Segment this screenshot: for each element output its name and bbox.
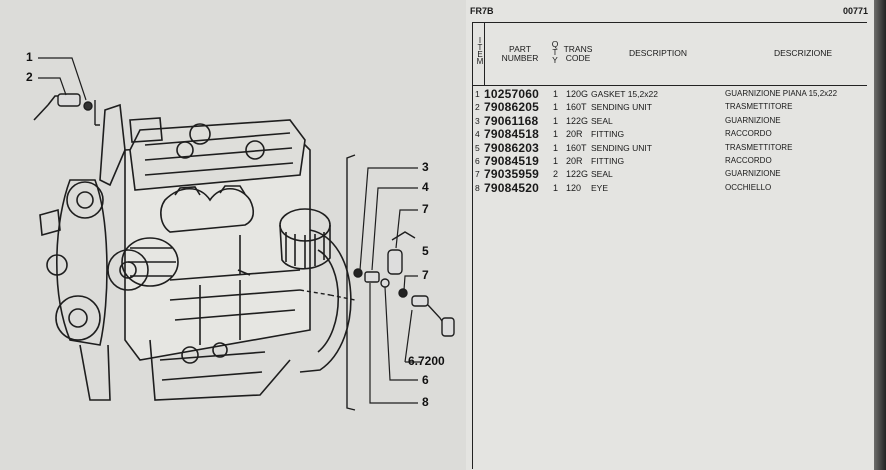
row-item-number: 2	[475, 102, 480, 113]
engine-exploded-diagram: 1 2 3 4 7 5 7 6.7200 6 8	[26, 50, 455, 411]
row-trans-code: 160T	[566, 102, 587, 113]
row-part-number: 79084519	[484, 154, 539, 168]
engine-drawing	[33, 57, 455, 411]
row-part-number: 79061168	[484, 113, 539, 128]
callout-7-top: 7	[422, 202, 429, 216]
callout-5: 5	[422, 244, 429, 258]
callout-6-7200: 6.7200	[408, 354, 445, 368]
callout-leader-lines	[38, 57, 420, 404]
row-part-number: 79084520	[484, 180, 539, 195]
row-descrizione: RACCORDO	[725, 129, 772, 139]
row-item-number: 4	[475, 129, 480, 140]
header-description: DESCRIPTION	[628, 48, 688, 58]
row-descrizione: OCCHIELLO	[725, 182, 772, 192]
row-descrizione: TRASMETTITORE	[725, 142, 793, 152]
column-separator	[484, 23, 485, 85]
row-part-number: 79086203	[484, 140, 539, 155]
row-quantity: 1	[553, 102, 559, 113]
row-description: SENDING UNIT	[591, 142, 652, 153]
row-part-number: 79035959	[484, 167, 539, 182]
row-descrizione: TRASMETTITORE	[725, 102, 793, 112]
table-row: 4 79084518 1 20R FITTING RACCORDO	[473, 127, 867, 142]
row-item-number: 7	[475, 169, 480, 180]
sensor-parts-1-2	[57, 93, 100, 126]
callout-3: 3	[422, 160, 429, 174]
row-item-number: 5	[475, 142, 480, 153]
row-descrizione: GUARNIZIONE	[725, 169, 781, 179]
row-item-number: 3	[475, 115, 480, 126]
table-row: 2 79086205 1 160T SENDING UNIT TRASMETTITORE	[473, 100, 867, 115]
parts-bracket	[346, 154, 356, 411]
row-quantity: 1	[553, 129, 559, 140]
callout-8: 8	[422, 395, 429, 409]
callout-2: 2	[26, 70, 33, 84]
row-quantity: 1	[553, 182, 559, 193]
row-description: GASKET 15,2x22	[591, 89, 658, 99]
row-quantity: 1	[553, 89, 559, 99]
row-quantity: 1	[553, 142, 559, 153]
row-description: SENDING UNIT	[591, 102, 652, 113]
row-quantity: 2	[553, 169, 559, 180]
row-trans-code: 120	[566, 182, 582, 193]
row-description: EYE	[591, 182, 609, 193]
scan-edge	[874, 0, 886, 470]
row-trans-code: 20R	[566, 156, 583, 166]
table-row: 6 79084519 1 20R FITTING RACCORDO	[473, 154, 867, 169]
exploded-parts-3-8	[299, 231, 455, 337]
header-divider	[473, 85, 867, 86]
row-part-number: 10257060	[484, 87, 539, 101]
row-description: SEAL	[591, 115, 613, 126]
callout-1: 1	[26, 50, 33, 64]
table-row: 8 79084520 1 120 EYE OCCHIELLO	[473, 180, 867, 196]
table-row: 5 79086203 1 160T SENDING UNIT TRASMETTITORE	[473, 140, 867, 156]
callout-4: 4	[422, 180, 429, 194]
header-descrizione: DESCRIZIONE	[773, 48, 833, 58]
row-item-number: 1	[475, 89, 480, 99]
row-part-number: 79086205	[484, 100, 539, 115]
row-descrizione: GUARNIZIONE PIANA 15,2x22	[725, 89, 838, 98]
row-part-number: 79084518	[484, 127, 539, 142]
row-trans-code: 20R	[566, 129, 583, 140]
row-trans-code: 160T	[566, 142, 587, 153]
row-descrizione: GUARNIZIONE	[725, 115, 781, 125]
callout-7-bottom: 7	[422, 268, 429, 282]
row-trans-code: 120G	[566, 89, 589, 99]
row-description: FITTING	[591, 129, 625, 140]
row-description: FITTING	[591, 156, 625, 166]
engine-block	[33, 95, 352, 401]
callout-6: 6	[422, 373, 429, 387]
row-descrizione: RACCORDO	[725, 156, 772, 165]
row-description: SEAL	[591, 169, 613, 180]
section-code: FR7B	[470, 6, 494, 16]
page-number: 00771	[842, 6, 868, 16]
row-trans-code: 122G	[566, 115, 589, 126]
row-quantity: 1	[553, 156, 559, 166]
row-item-number: 6	[475, 156, 480, 166]
row-trans-code: 122G	[566, 169, 589, 180]
row-item-number: 8	[475, 182, 480, 193]
row-quantity: 1	[553, 115, 559, 126]
